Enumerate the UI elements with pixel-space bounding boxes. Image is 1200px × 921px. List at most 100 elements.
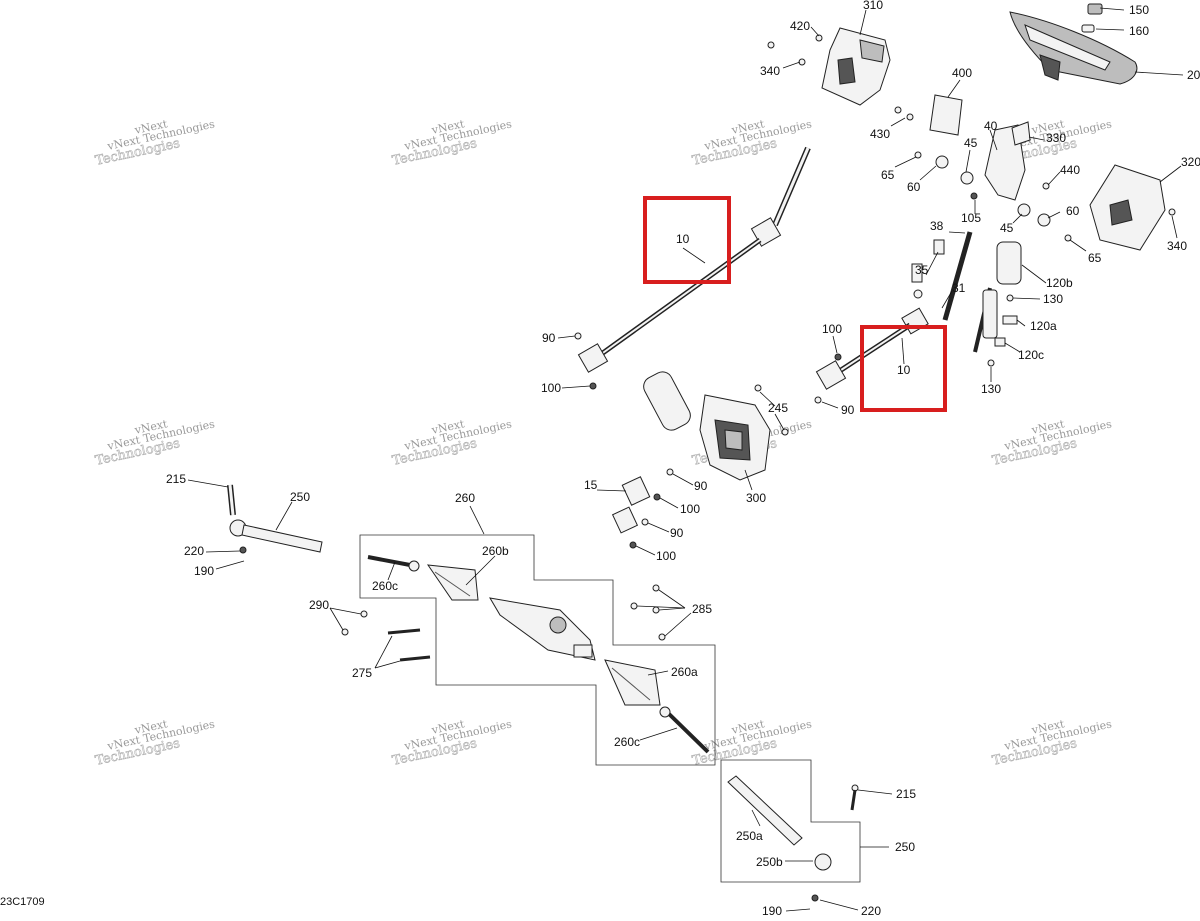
clip-35b-part [911, 263, 923, 283]
callout-10b: 10 [897, 363, 911, 377]
callout-90b: 90 [841, 403, 855, 417]
bolt-285a-part [652, 584, 660, 592]
nut-100b-part [834, 353, 842, 361]
housing-320-part [1089, 164, 1166, 251]
callout-250-box: 250 [895, 840, 915, 854]
callout-31: 31 [952, 281, 966, 295]
housing-310-part [821, 27, 891, 106]
bolt-430b-part [906, 113, 914, 121]
callout-260b: 260b [482, 544, 509, 558]
bolt-130a-part [1006, 294, 1014, 302]
intermediate-shaft-10a-part [577, 146, 811, 373]
callout-105: 105 [961, 211, 981, 225]
callout-120c: 120c [1018, 348, 1044, 362]
callout-200: 200 [1187, 68, 1200, 82]
callout-100: 100 [541, 381, 561, 395]
steering-wheel-part [1009, 11, 1138, 85]
bushing-60a-part [935, 155, 949, 169]
bolt-275b-part [399, 655, 431, 662]
nut-105-part [970, 192, 978, 200]
callout-220: 220 [184, 544, 204, 558]
highlight-box-10a [643, 196, 731, 284]
intermediate-shaft-10b-part [815, 307, 929, 390]
bolt-245a-part [754, 384, 762, 392]
bolt-65b-part [1064, 234, 1072, 242]
callout-labels: 310 420 340 150 160 200 400 430 40 330 4… [166, 0, 1200, 918]
bracket-400-part [929, 94, 963, 136]
watermark-group: vNext Technologies vNext Technologies vN… [94, 117, 1114, 769]
callout-120a: 120a [1030, 319, 1057, 333]
leader-lines [187, 7, 1184, 912]
watermark: vNext Technologies vNext Technologies [94, 117, 217, 169]
watermark: vNext Technologies vNext Technologies [991, 717, 1114, 769]
bolt-285d-part [658, 633, 666, 641]
callout-440: 440 [1060, 163, 1080, 177]
watermark: vNext Technologies vNext Technologies [691, 117, 814, 169]
nut-100a-part [589, 382, 597, 390]
ujoint-15-part [611, 476, 651, 534]
callout-130: 130 [1043, 292, 1063, 306]
callout-45: 45 [964, 136, 978, 150]
callout-120b: 120b [1046, 276, 1073, 290]
callout-260: 260 [455, 491, 475, 505]
callout-65: 65 [881, 168, 895, 182]
bushing-60b-part [1037, 213, 1051, 227]
watermark: vNext Technologies vNext Technologies [391, 717, 514, 769]
callout-215: 215 [166, 472, 186, 486]
damper-120-part [973, 241, 1022, 353]
nut-440-part [1042, 182, 1050, 190]
callout-15: 15 [584, 478, 598, 492]
bolt-65a-part [914, 151, 922, 159]
callout-430: 430 [870, 127, 890, 141]
callout-275: 275 [352, 666, 372, 680]
callout-100b: 100 [822, 322, 842, 336]
bushing-45b-part [1017, 203, 1031, 217]
bolt-430a-part [894, 106, 902, 114]
callout-190b: 190 [762, 904, 782, 916]
callout-340b: 340 [1167, 239, 1187, 253]
tie-rod-250-left-part [227, 484, 323, 554]
callout-190: 190 [194, 564, 214, 578]
bolt-420-part [815, 34, 823, 42]
watermark: vNext Technologies vNext Technologies [94, 417, 217, 469]
callout-340: 340 [760, 64, 780, 78]
callout-260c: 260c [372, 579, 398, 593]
callout-150: 150 [1129, 3, 1149, 17]
bolt-90a-part [574, 332, 582, 340]
callout-245: 245 [768, 401, 788, 415]
callout-100c: 100 [680, 502, 700, 516]
bushing-45a-part [960, 171, 974, 185]
column-shaft-38-part [942, 231, 973, 321]
watermark: vNext Technologies vNext Technologies [391, 417, 514, 469]
callout-45b: 45 [1000, 221, 1014, 235]
highlight-box-10b [860, 325, 947, 412]
part-120a [1002, 315, 1018, 325]
group-box-260 [359, 534, 716, 766]
bolt-285b-part [630, 602, 638, 610]
callout-60b: 60 [1066, 204, 1080, 218]
bolt-90d-part [641, 518, 649, 526]
watermark: vNext Technologies vNext Technologies [391, 117, 514, 169]
tie-rod-250-right-part [727, 775, 859, 902]
callout-260a: 260a [671, 665, 698, 679]
callout-330: 330 [1046, 131, 1066, 145]
callout-290: 290 [309, 598, 329, 612]
callout-60: 60 [907, 180, 921, 194]
bolt-90c-part [666, 468, 674, 476]
cap-150-part [1087, 3, 1103, 15]
callout-400: 400 [952, 66, 972, 80]
callout-320: 320 [1181, 155, 1200, 169]
callout-90d: 90 [670, 526, 684, 540]
callout-220b: 220 [861, 904, 881, 916]
bolt-290a-part [360, 610, 368, 618]
callout-420: 420 [790, 19, 810, 33]
nut-100d-part [629, 541, 637, 549]
clip-35-part [933, 239, 945, 255]
callout-130b: 130 [981, 382, 1001, 396]
bolt-290b-part [341, 628, 349, 636]
plate-330-part [1011, 121, 1031, 146]
bolt-245b-part [781, 428, 789, 436]
callout-90c: 90 [694, 479, 708, 493]
